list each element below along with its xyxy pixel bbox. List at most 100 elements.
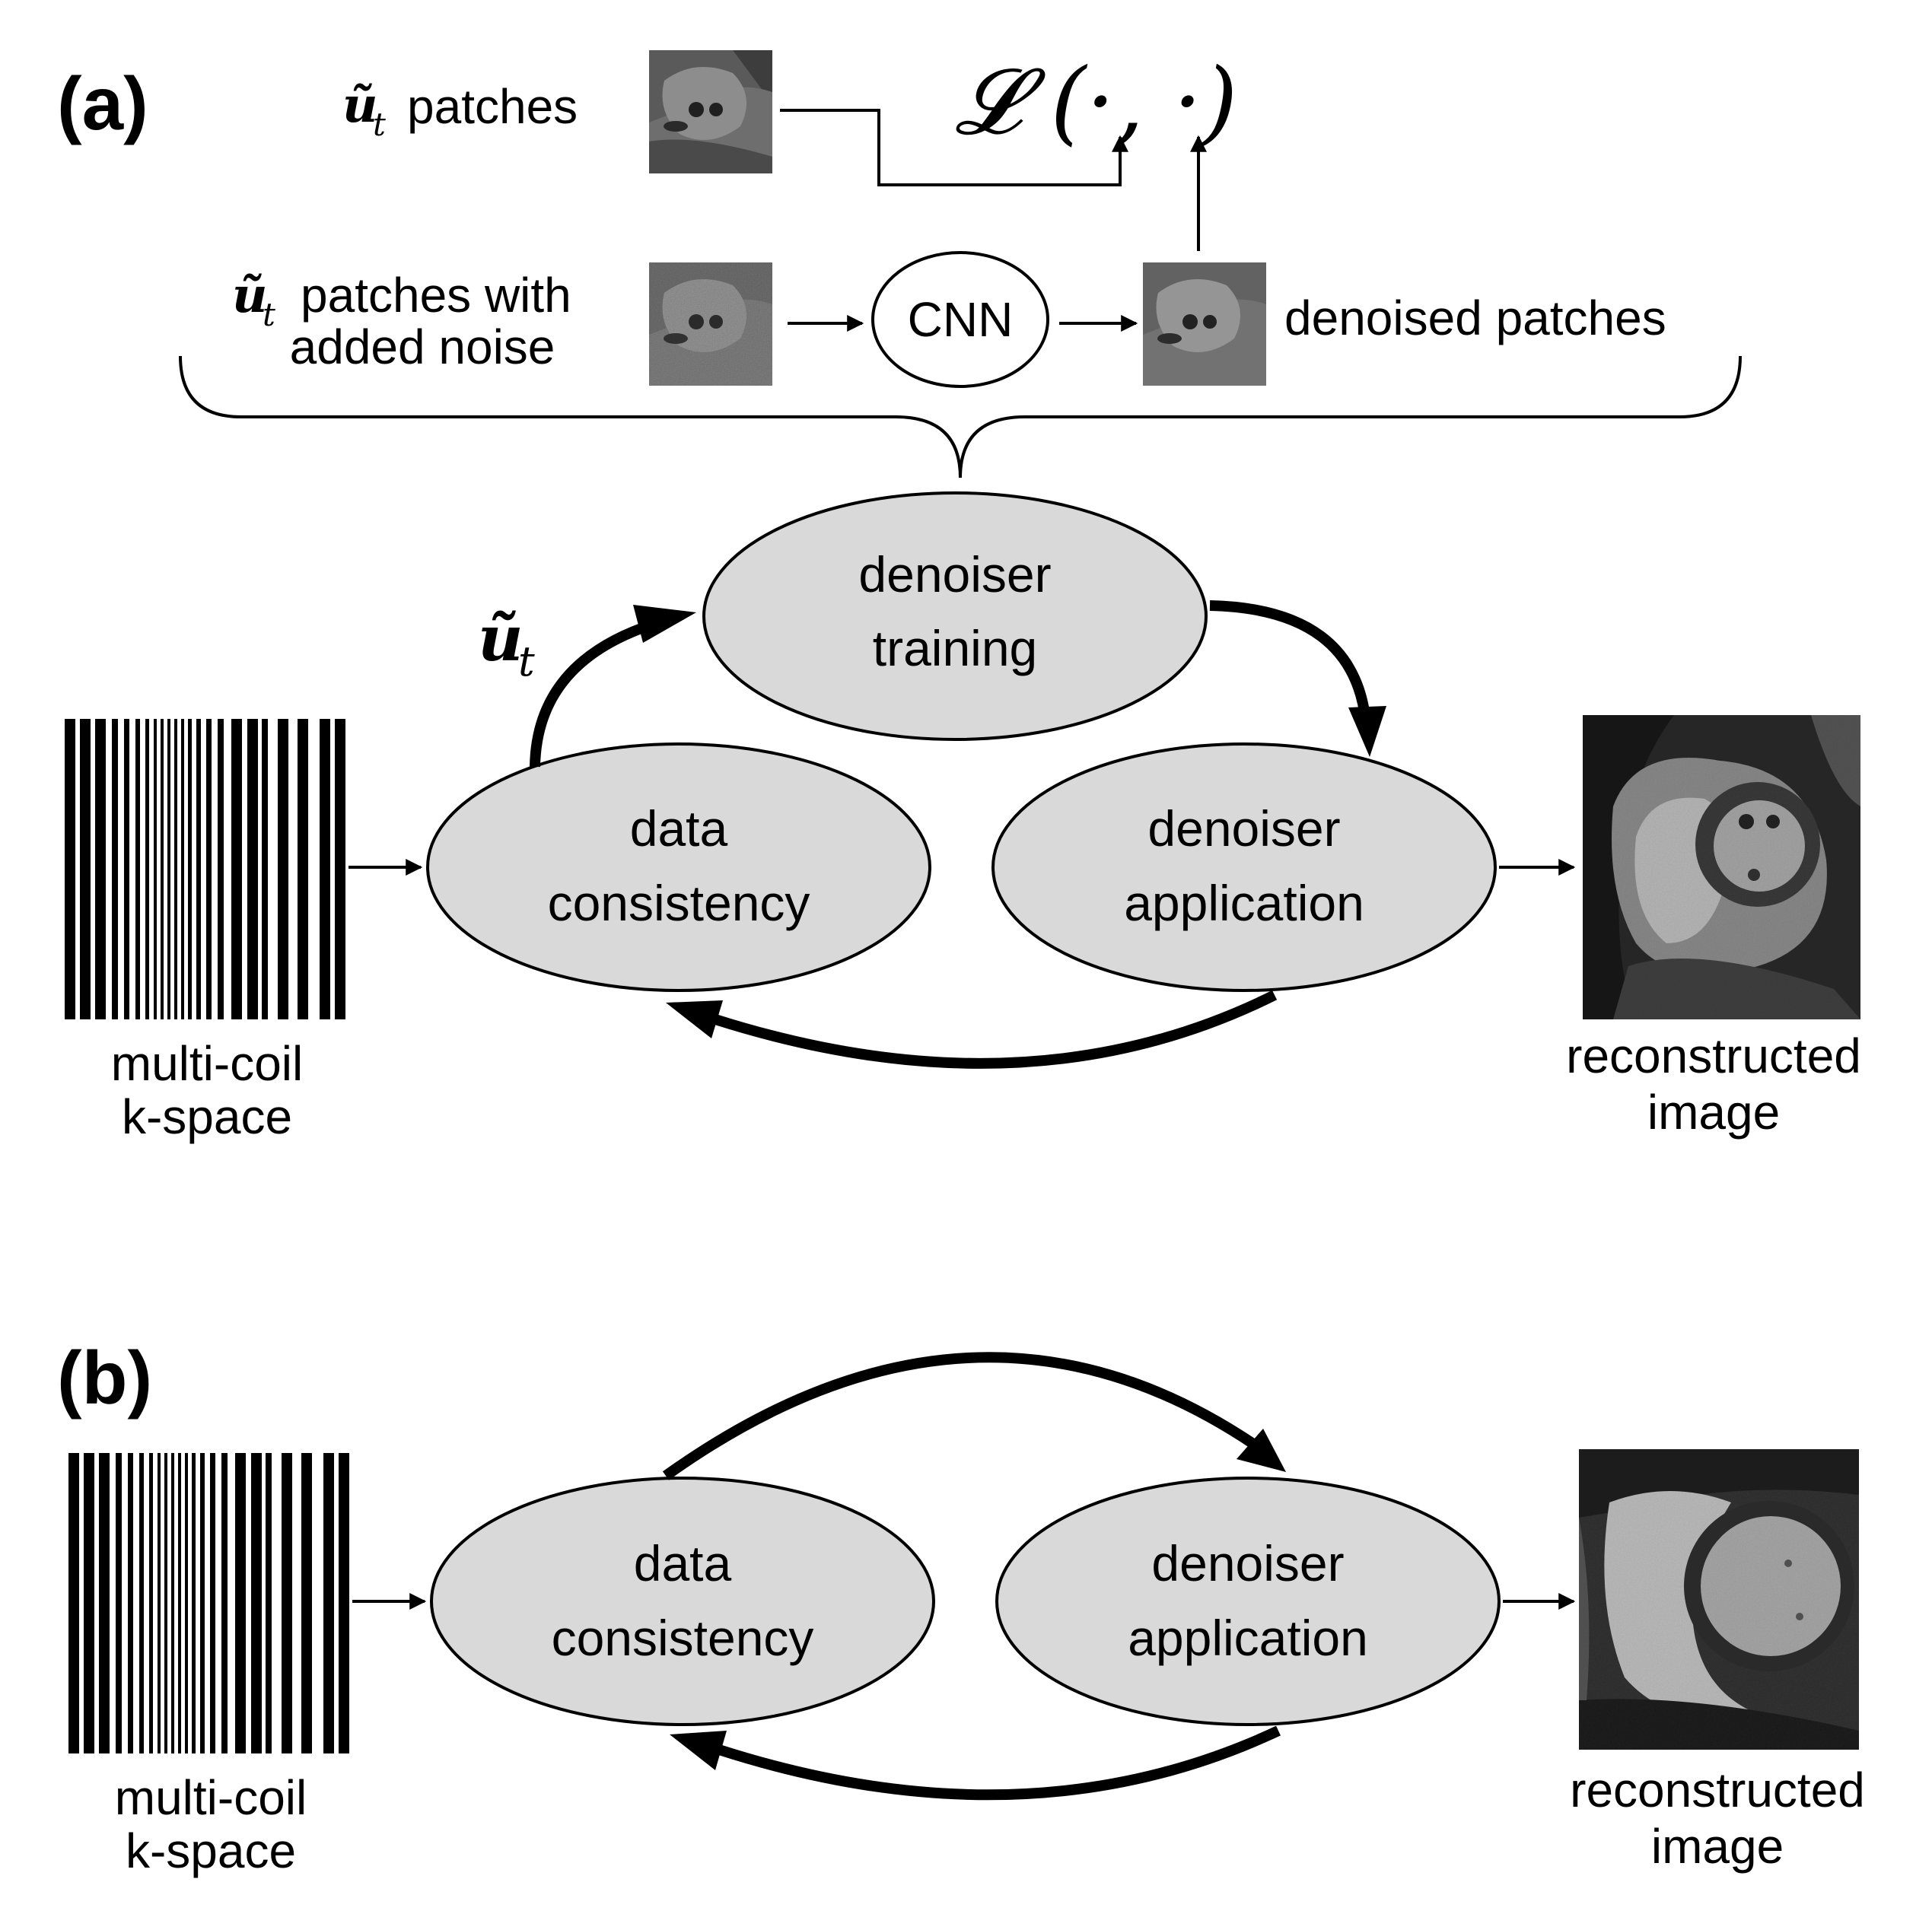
dc-to-training-arrowhead	[633, 605, 696, 643]
kspace-line	[221, 1453, 228, 1753]
ut-arrow-subscript: t	[518, 637, 535, 685]
denoiser-application-node-a	[991, 742, 1497, 992]
app-a-line2: application	[1124, 875, 1364, 931]
kspace-line	[278, 719, 288, 1019]
dc-b-line1: data	[634, 1535, 732, 1591]
kspace-line	[320, 719, 330, 1019]
kspace-line	[171, 1453, 174, 1753]
kspace-line	[135, 719, 140, 1019]
kspace-line	[164, 1453, 167, 1753]
noisy-patches-label: ũ t patches with added noise	[232, 267, 571, 374]
panel-a: (a) ũ t patches 𝓛 (·, ·)	[57, 49, 1861, 1144]
dc-to-app-arrow-shaft-b	[662, 1352, 1259, 1480]
app-to-dc-arrow-shaft-a	[713, 990, 1278, 1069]
kspace-line	[112, 719, 118, 1019]
app-to-dc-arrowhead-a	[666, 1000, 723, 1038]
kspace-line	[282, 1453, 292, 1753]
kspace-line	[84, 1453, 94, 1753]
denoised-patch-image	[1143, 262, 1266, 386]
kspace-b-line2: k-space	[126, 1823, 296, 1878]
kspace-line	[335, 719, 345, 1019]
kspace-line	[99, 1453, 110, 1753]
reconstructed-image-b	[1579, 1449, 1859, 1750]
dc-to-app-arrowhead-b	[1237, 1429, 1286, 1472]
ut-patches-label: ũ t patches	[342, 77, 578, 143]
kspace-line	[298, 719, 308, 1019]
kspace-line	[68, 1453, 79, 1753]
kspace-line	[200, 1453, 205, 1753]
cnn-label: CNN	[908, 292, 1014, 347]
kspace-line	[149, 1453, 153, 1753]
panel-a-label: (a)	[57, 62, 148, 145]
reconstructed-image-a	[1583, 715, 1860, 1019]
recon-b-line2: image	[1651, 1819, 1784, 1874]
kspace-line	[262, 719, 268, 1019]
kspace-line	[161, 719, 164, 1019]
clean-patch-image	[649, 50, 772, 173]
noisy-patch-image	[649, 262, 772, 386]
app-b-line2: application	[1128, 1610, 1368, 1666]
data-consistency-node-b	[430, 1477, 935, 1726]
kspace-line	[188, 719, 192, 1019]
kspace-line	[210, 1453, 215, 1753]
app-to-dc-arrow-shaft-b	[717, 1725, 1281, 1801]
ut-symbol: ũ	[342, 77, 378, 134]
kspace-line	[192, 1453, 196, 1753]
panel-b: (b) data consistency denoiser applicatio…	[57, 1336, 1865, 1878]
ut-symbol-noisy: ũ	[232, 267, 268, 324]
recon-b-line1: reconstructed	[1570, 1763, 1865, 1817]
kspace-line	[80, 719, 91, 1019]
kspace-line	[128, 1453, 133, 1753]
app-to-dc-arrowhead-b	[670, 1731, 727, 1770]
kspace-line	[339, 1453, 349, 1753]
kspace-lines-b	[68, 1453, 349, 1753]
training-to-app-arrow-shaft	[1209, 600, 1371, 723]
kspace-b-line1: multi-coil	[115, 1770, 307, 1825]
kspace-line	[158, 1453, 161, 1753]
panel-b-label: (b)	[57, 1336, 152, 1420]
kspace-lines-a	[65, 719, 345, 1019]
kspace-a-line1: multi-coil	[111, 1036, 303, 1091]
denoised-patches-label: denoised patches	[1284, 291, 1666, 345]
ut-patches-text: patches	[407, 79, 578, 134]
kspace-line	[145, 719, 149, 1019]
dc-to-training-arrow-shaft	[530, 618, 657, 768]
kspace-line	[174, 719, 177, 1019]
denoiser-application-node-b	[995, 1477, 1501, 1726]
data-consistency-node-a	[426, 742, 931, 992]
kspace-line	[301, 1453, 312, 1753]
clean-to-loss-connector	[780, 109, 1128, 186]
kspace-line	[323, 1453, 334, 1753]
kspace-line	[206, 719, 212, 1019]
dc-b-line2: consistency	[552, 1610, 814, 1666]
dc-a-line2: consistency	[548, 875, 810, 931]
kspace-line	[218, 719, 224, 1019]
training-line2: training	[873, 620, 1037, 676]
kspace-line	[124, 719, 129, 1019]
loss-symbol: 𝓛 (·, ·)	[955, 49, 1238, 155]
ut-arrow-symbol: ũ	[478, 602, 524, 676]
dc-a-line1: data	[630, 800, 728, 857]
kspace-line	[185, 1453, 188, 1753]
kspace-line	[116, 1453, 122, 1753]
kspace-a-line2: k-space	[122, 1089, 292, 1144]
ut-subscript-noisy: t	[263, 296, 275, 333]
noisy-label-line1: patches with	[301, 268, 571, 323]
kspace-line	[196, 719, 201, 1019]
recon-a-line1: reconstructed	[1566, 1029, 1861, 1083]
kspace-line	[65, 719, 75, 1019]
kspace-line	[154, 719, 157, 1019]
kspace-line	[266, 1453, 272, 1753]
kspace-line	[247, 719, 258, 1019]
kspace-line	[167, 719, 170, 1019]
kspace-line	[231, 719, 242, 1019]
kspace-line	[181, 719, 184, 1019]
app-a-line1: denoiser	[1147, 800, 1340, 857]
training-to-app-arrowhead	[1348, 706, 1386, 757]
denoiser-training-node	[702, 491, 1208, 741]
app-b-line1: denoiser	[1151, 1535, 1344, 1591]
kspace-line	[95, 719, 106, 1019]
kspace-line	[235, 1453, 246, 1753]
detail-brace	[179, 355, 1742, 478]
